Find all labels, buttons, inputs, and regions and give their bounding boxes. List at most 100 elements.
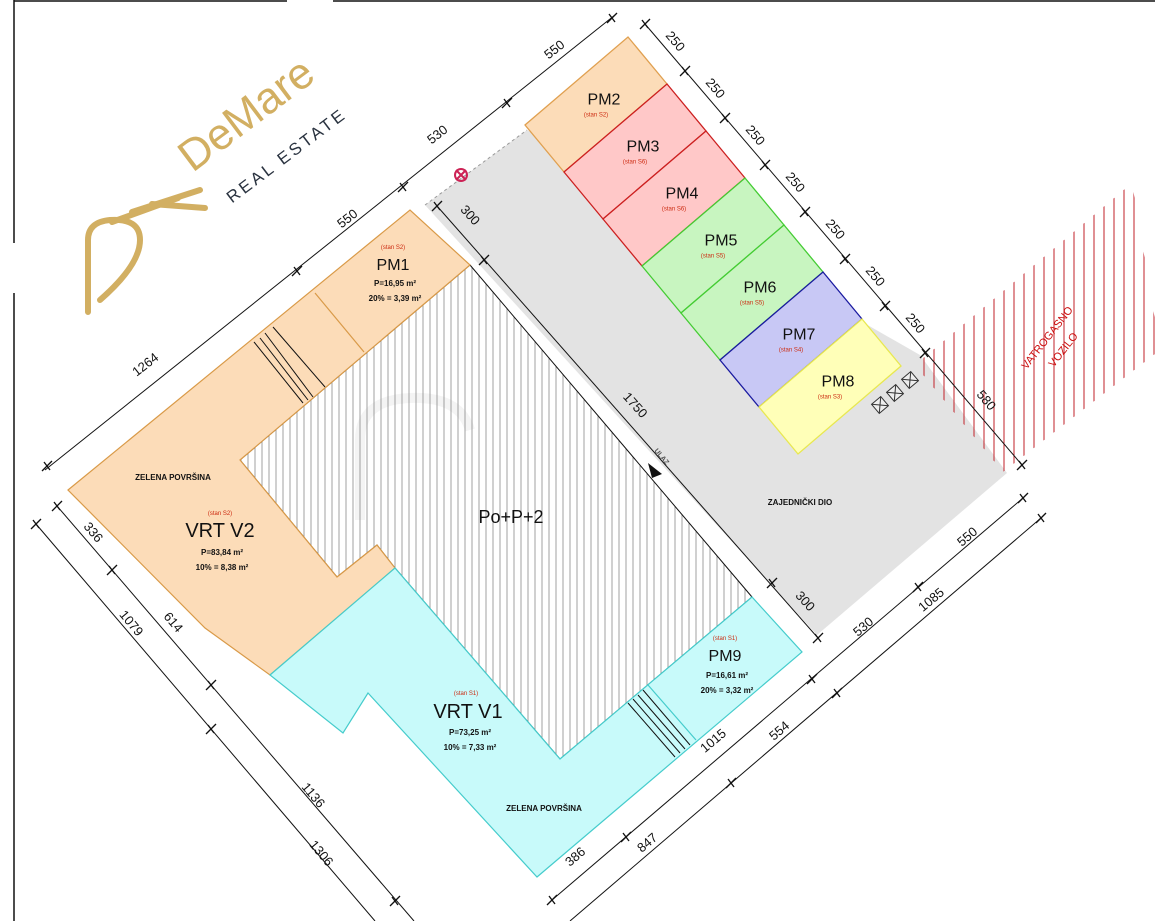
- dimension-tick: [622, 832, 630, 842]
- parking-label: PM8: [822, 374, 855, 391]
- dimension-tick: [207, 680, 215, 690]
- entrance-arrow-icon: [648, 463, 662, 478]
- dim-bottom-550: 550: [954, 524, 980, 549]
- dimension-tick: [681, 66, 689, 76]
- dimension-tick: [801, 207, 809, 217]
- dimension-tick: [1037, 513, 1045, 523]
- pm9-divider: [647, 684, 697, 741]
- dim-left-1136: 1136: [299, 780, 328, 811]
- pm9-area: P=16,61 m²: [706, 671, 748, 680]
- frame: [13, 0, 1155, 921]
- logo-name: DeMare: [169, 48, 323, 181]
- vrt-v1-labels: (stan S1) VRT V1 P=73,25 m² 10% = 7,33 m…: [433, 691, 582, 813]
- vrt-v2-owner: (stan S2): [208, 511, 232, 517]
- common-area: [425, 130, 1007, 635]
- dimension-tick: [32, 519, 40, 529]
- vrt-v2-labels: ZELENA POVRŠINA (stan S2) VRT V2 P=83,84…: [135, 473, 255, 572]
- parking-owner: (stan S5): [740, 301, 764, 307]
- dim-pm-250: 250: [823, 216, 848, 242]
- parking-label: PM3: [627, 139, 660, 156]
- vrt-v2-share: 10% = 8,38 m²: [196, 563, 249, 572]
- dimension-tick: [108, 565, 116, 575]
- dimension-tick: [808, 674, 816, 684]
- dimension-tick: [503, 98, 511, 108]
- dim-bottom-847: 847: [634, 830, 660, 855]
- parking-owner: (stan S3): [818, 395, 842, 401]
- stairs-south: [627, 689, 691, 758]
- parking-owner: (stan S4): [779, 348, 803, 354]
- dimension-tick: [399, 182, 407, 192]
- pm1-divider: [314, 292, 365, 353]
- parking-space-pm8: [758, 318, 902, 455]
- dimension-tick: [548, 895, 556, 905]
- dim-pm-250: 250: [783, 169, 808, 195]
- dimension-tick: [814, 633, 822, 643]
- dimension-tick: [293, 266, 301, 276]
- utility-boxes: [870, 370, 920, 415]
- pm9-owner: (stan S1): [713, 636, 737, 642]
- survey-point-icon: [454, 168, 468, 182]
- dimension-tick: [914, 582, 922, 592]
- dimension-tick: [1019, 493, 1027, 503]
- parking-label: PM4: [666, 186, 699, 203]
- pm1-owner: (stan S2): [381, 245, 405, 251]
- dimension-tick: [761, 160, 769, 170]
- pm1-label: PM1: [377, 257, 410, 274]
- dimension-ticks: [30, 12, 1047, 907]
- parking-owner: (stan S5): [701, 254, 725, 260]
- dimension-tick: [391, 896, 399, 906]
- vrt-v1-label: VRT V1: [433, 701, 502, 723]
- demare-logo: DeMare REAL ESTATE: [85, 48, 350, 315]
- dimension-tick: [43, 461, 51, 471]
- dim-pm-250: 250: [663, 28, 688, 54]
- vrt-v2-area: P=83,84 m²: [201, 548, 243, 557]
- parking-label: PM6: [744, 280, 777, 297]
- dim-pm-250: 250: [903, 310, 928, 336]
- vrt-v2-zone: ZELENA POVRŠINA: [135, 473, 211, 482]
- dimension-tick: [841, 254, 849, 264]
- pm1-labels: (stan S2) PM1 P=16,95 m² 20% = 3,39 m²: [369, 245, 422, 303]
- common-area-label: ZAJEDNIČKI DIO: [768, 498, 832, 507]
- pm9-labels: (stan S1) PM9 P=16,61 m² 20% = 3,32 m²: [701, 636, 754, 695]
- fire-access-zone: [915, 183, 1155, 472]
- dim-top-1264: 1264: [129, 350, 161, 380]
- dimension-tick: [480, 255, 488, 265]
- dimension-tick: [53, 501, 61, 511]
- building-label: Po+P+2: [478, 507, 543, 527]
- dimension-tick: [721, 113, 729, 123]
- dim-left-1306: 1306: [306, 837, 336, 869]
- dimension-tick: [921, 348, 929, 358]
- dimension-tick: [608, 13, 616, 23]
- pm9-label: PM9: [709, 648, 742, 665]
- dimension-tick: [1018, 460, 1026, 470]
- vrt-v1-owner: (stan S1): [454, 691, 478, 697]
- vrt-v2-label: VRT V2: [185, 520, 254, 542]
- dim-bottom-530: 530: [850, 614, 876, 639]
- dimension-tick: [433, 201, 441, 211]
- parking-spaces: PM2(stan S2)PM3(stan S6)PM4(stan S6)PM5(…: [524, 36, 902, 455]
- dimension-tick: [881, 301, 889, 311]
- dimension-tick: [641, 19, 649, 29]
- dim-pm-250: 250: [743, 122, 768, 148]
- logo-mark-icon: [85, 187, 208, 315]
- dim-top-550a: 550: [334, 206, 360, 231]
- dim-bottom-554: 554: [766, 718, 792, 743]
- parking-label: PM5: [705, 233, 738, 250]
- dim-pm-250: 250: [703, 75, 728, 101]
- dim-top-530: 530: [424, 122, 450, 147]
- dimension-tick: [207, 724, 215, 734]
- garden-v2-area: [67, 209, 471, 676]
- pm1-area: P=16,95 m²: [374, 279, 416, 288]
- parking-label: PM2: [588, 92, 621, 109]
- parking-owner: (stan S6): [662, 207, 686, 213]
- vrt-v1-share: 10% = 7,33 m²: [444, 743, 497, 752]
- stairs-north: [253, 326, 326, 404]
- dimension-tick: [833, 688, 841, 698]
- pm1-share: 20% = 3,39 m²: [369, 294, 422, 303]
- pm9-share: 20% = 3,32 m²: [701, 686, 754, 695]
- garden-v1-area: [269, 567, 803, 878]
- dimension-tick: [768, 578, 776, 588]
- parking-owner: (stan S6): [623, 160, 647, 166]
- vrt-v1-area: P=73,25 m²: [449, 728, 491, 737]
